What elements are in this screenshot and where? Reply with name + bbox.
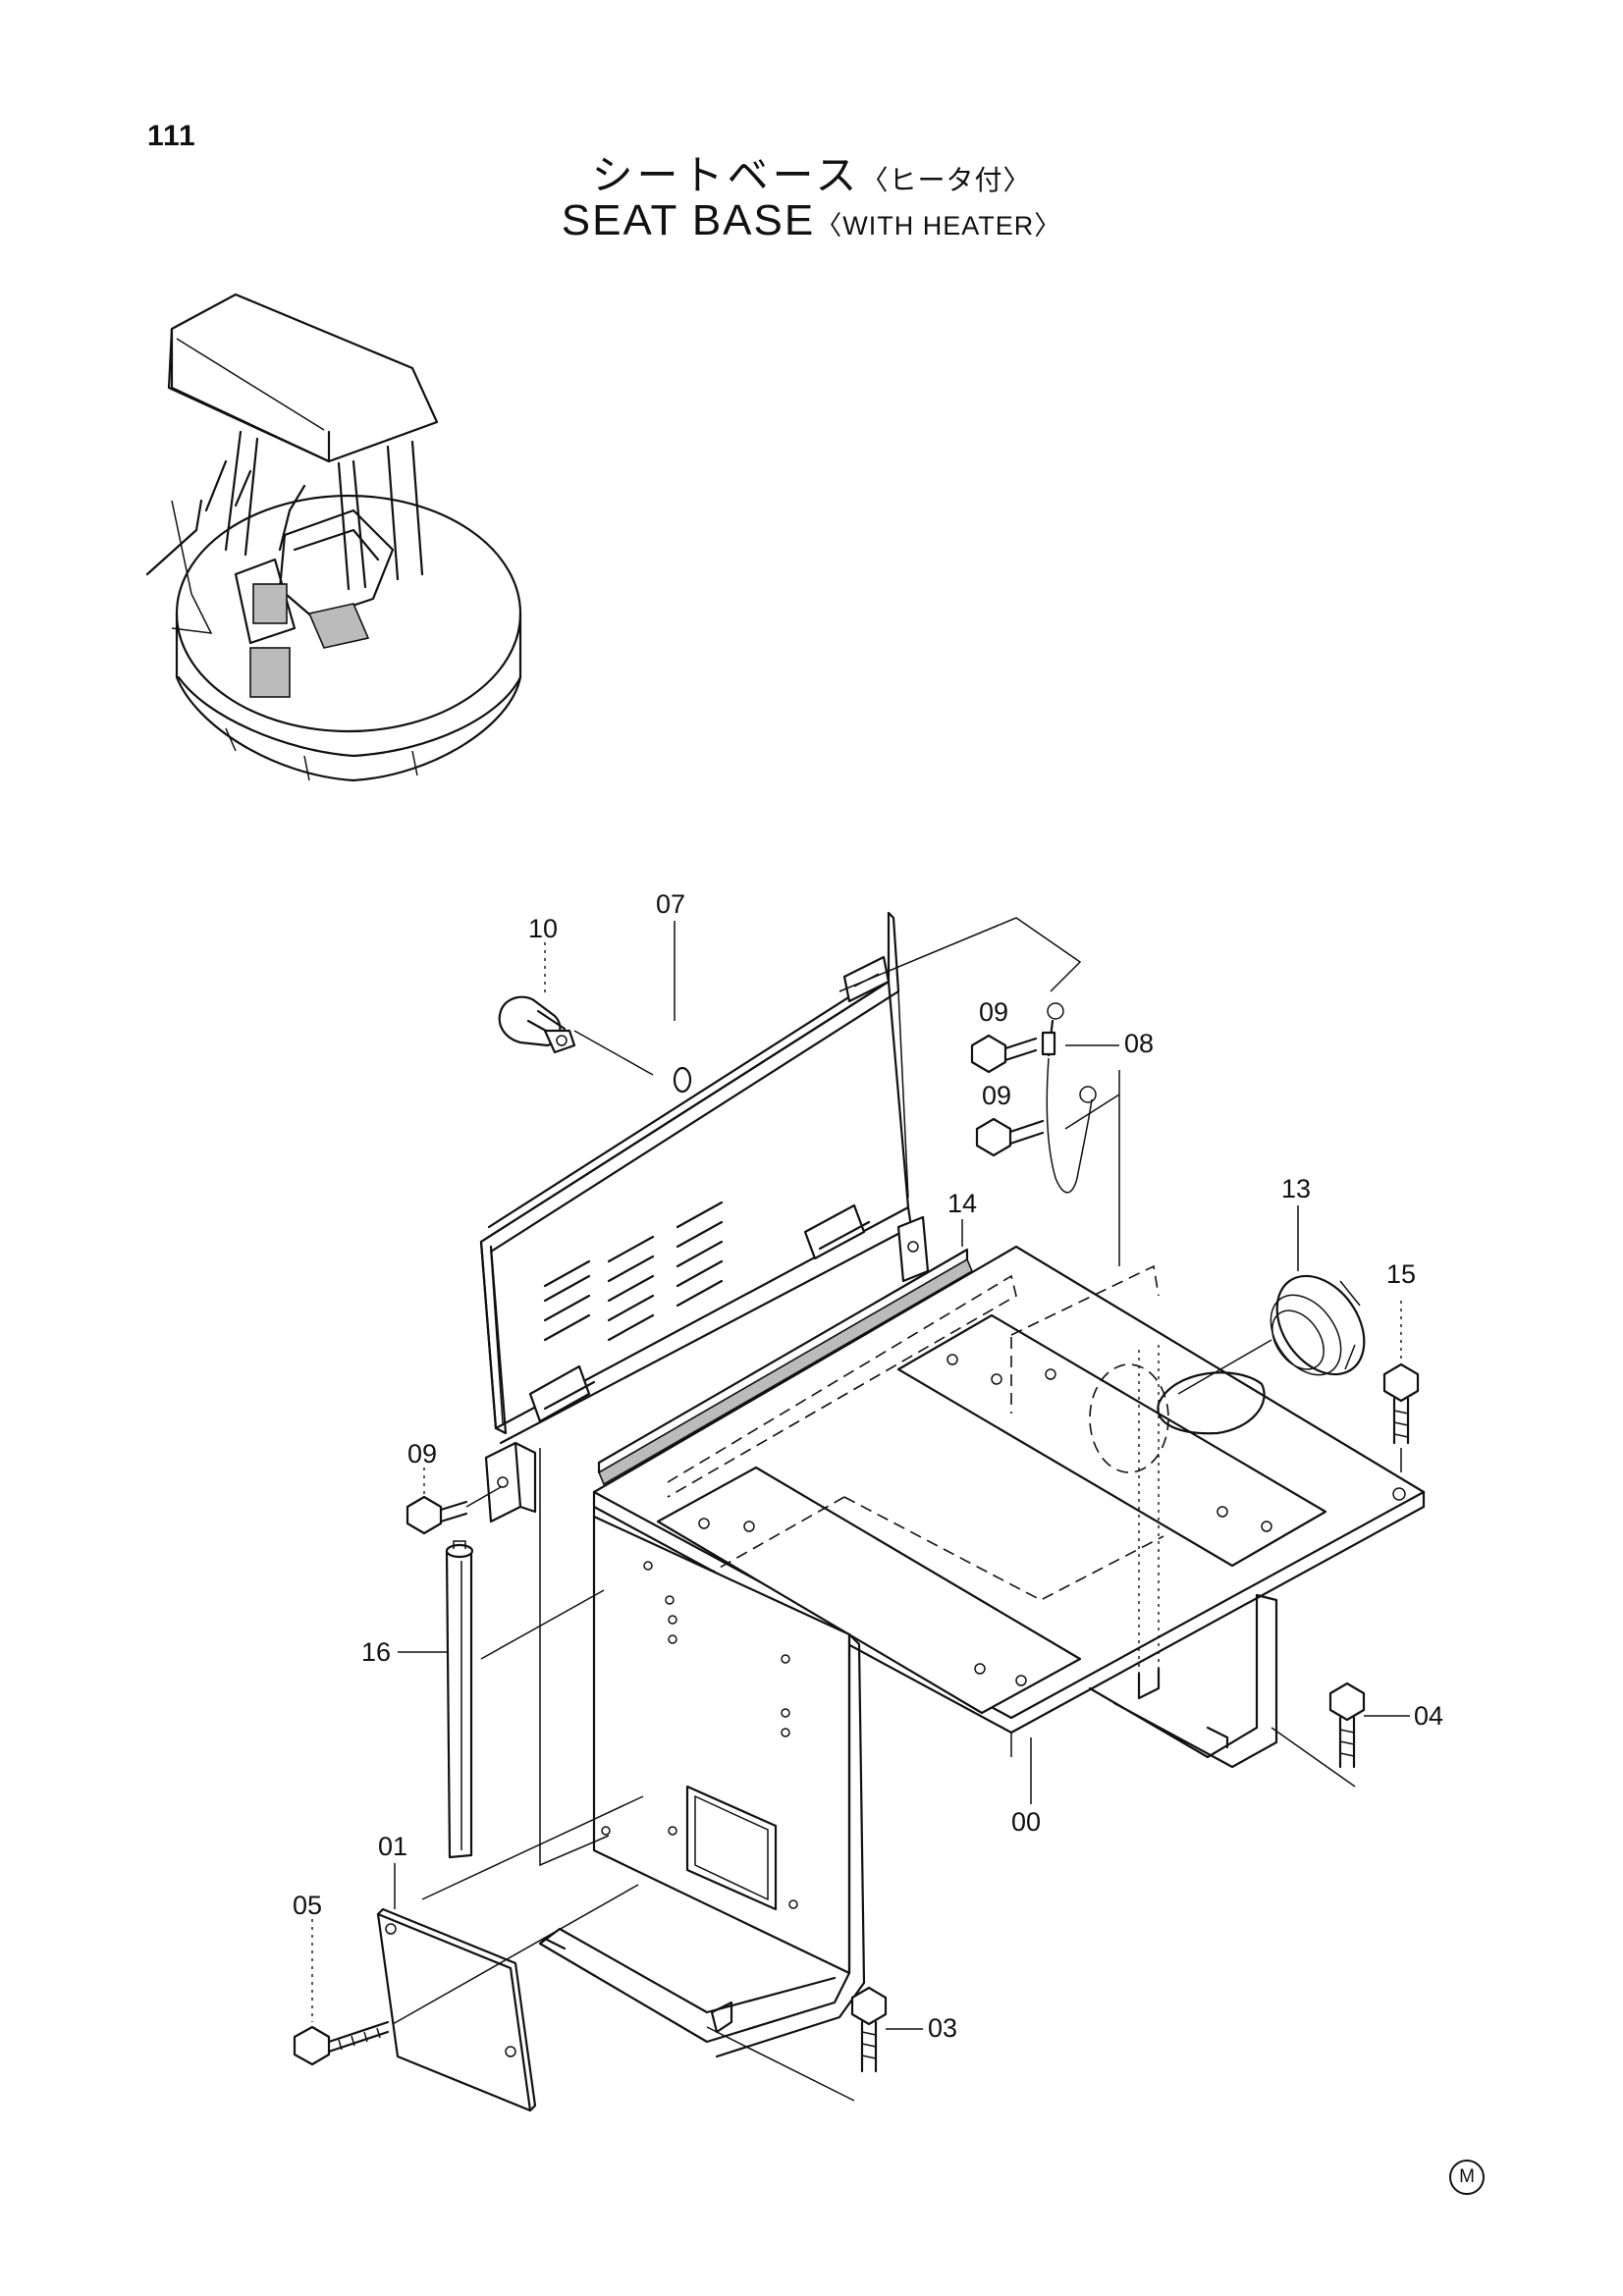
cover-plate bbox=[376, 1907, 537, 2112]
callout-labels: 00 01 03 04 05 07 08 09 09 09 10 13 14 1… bbox=[293, 889, 1443, 2043]
bolt-09-left bbox=[406, 1495, 468, 1535]
title-japanese-subtitle: 〈ヒータ付〉 bbox=[860, 164, 1032, 196]
page-number: 111 bbox=[147, 120, 196, 152]
callout-09-left: 09 bbox=[407, 1439, 437, 1468]
bolt-09-upper bbox=[970, 1034, 1038, 1074]
callout-07: 07 bbox=[656, 889, 685, 919]
callout-04: 04 bbox=[1414, 1701, 1443, 1731]
lock bbox=[498, 995, 576, 1054]
seal-strip bbox=[597, 1257, 974, 1486]
callout-00: 00 bbox=[1011, 1807, 1041, 1837]
callout-01: 01 bbox=[378, 1832, 407, 1861]
bolt-09-lower bbox=[975, 1117, 1045, 1157]
title-english-main: SEAT BASE bbox=[561, 196, 816, 244]
machine-overview-illustration bbox=[145, 293, 522, 782]
callout-10: 10 bbox=[528, 914, 558, 943]
callout-14: 14 bbox=[947, 1189, 977, 1218]
callout-05: 05 bbox=[293, 1891, 322, 1920]
callout-03: 03 bbox=[928, 2013, 957, 2043]
bolt-04 bbox=[1328, 1682, 1366, 1769]
bolt-05 bbox=[293, 2020, 390, 2066]
bolt-15 bbox=[1382, 1362, 1420, 1445]
callout-16: 16 bbox=[361, 1637, 391, 1667]
callout-13: 13 bbox=[1281, 1174, 1311, 1203]
bolt-03 bbox=[850, 1986, 888, 2073]
grommet bbox=[1270, 1274, 1366, 1376]
catalog-mark-symbol: M bbox=[1449, 2160, 1485, 2195]
callout-09-lower: 09 bbox=[982, 1081, 1011, 1110]
callout-15: 15 bbox=[1386, 1259, 1416, 1289]
callout-08: 08 bbox=[1124, 1029, 1154, 1058]
callout-09-upper: 09 bbox=[979, 997, 1008, 1027]
hose bbox=[445, 1540, 474, 1859]
seat-base-assembly bbox=[293, 911, 1426, 2112]
title-japanese: シートベース〈ヒータ付〉 bbox=[0, 142, 1623, 202]
title-japanese-main: シートベース bbox=[591, 151, 861, 199]
title-english: SEAT BASE〈WITH HEATER〉 bbox=[0, 196, 1623, 245]
heater-cover-louvers bbox=[543, 1201, 724, 1342]
title-english-subtitle: 〈WITH HEATER〉 bbox=[815, 211, 1062, 240]
stay-wire bbox=[1041, 1002, 1097, 1194]
